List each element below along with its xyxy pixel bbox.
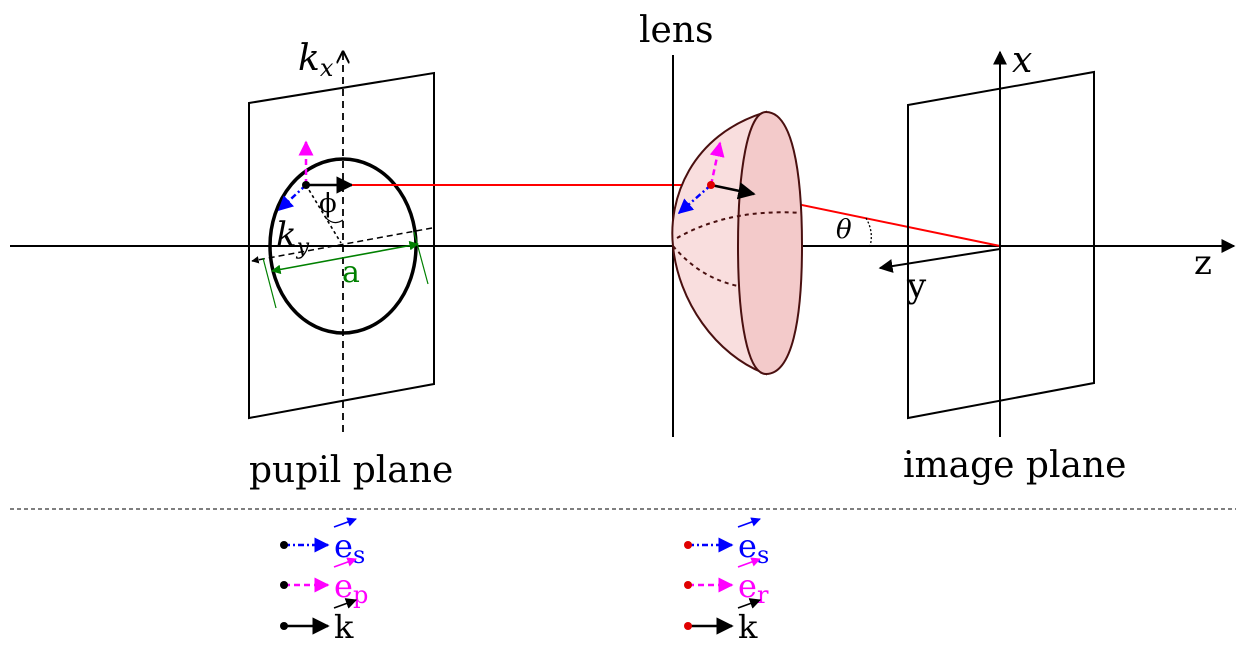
theta-label: θ: [836, 215, 852, 245]
lens-point: [707, 181, 715, 189]
image-plane-frame: [907, 70, 1095, 420]
legend-right-label-0: es: [738, 527, 769, 569]
legend-left-label-2: k: [334, 608, 354, 646]
legend-left-label-1: ep: [334, 567, 368, 609]
pupil-plane-label: pupil plane: [249, 450, 453, 491]
x-axis-label: x: [1012, 40, 1032, 81]
phi-arc: [325, 217, 344, 224]
lens-cap-shade: [736, 110, 804, 376]
kx-label: kx: [298, 38, 334, 82]
aperture-tick-right: [413, 231, 429, 285]
legend-left-vector-hat-2: [333, 598, 358, 609]
legend-right-dot-0: [684, 541, 692, 549]
pupil-point: [302, 181, 310, 189]
theta-arc: [865, 217, 872, 247]
legend-left-vector-hat-1: [333, 557, 357, 568]
aperture-radius-arrow: [271, 240, 419, 275]
aperture-label: a: [342, 255, 360, 290]
ky-label: ky: [276, 215, 310, 260]
aperture-tick-left: [262, 257, 277, 309]
lens-hidden-equator: [676, 211, 803, 239]
legend-left-dot-0: [280, 541, 288, 549]
image-plane-label: image plane: [903, 445, 1126, 486]
pupil-plane-frame: [248, 71, 435, 420]
legend-right-vector-hat-0: [737, 517, 761, 528]
lens-label: lens: [639, 10, 713, 51]
legend-left-label-0: es: [334, 527, 365, 569]
legend-right-label-2: k: [738, 608, 758, 646]
pupil-es-vector: [277, 184, 307, 212]
legend-right-dot-1: [684, 581, 692, 589]
z-axis-label: z: [1194, 243, 1212, 283]
lens-k-vector: [710, 182, 756, 200]
y-axis-label: y: [906, 266, 927, 306]
phi-line: [305, 184, 342, 244]
legend-left-vector-hat-0: [333, 517, 357, 528]
legend-left-dot-1: [280, 581, 288, 589]
legend-right-vector-hat-1: [737, 557, 761, 568]
legend-right-vector-hat-2: [737, 598, 762, 609]
phi-label: ϕ: [319, 189, 337, 219]
y-axis: [878, 248, 1001, 273]
lens-er-vector: [709, 141, 725, 186]
legend-left-dot-2: [280, 622, 288, 630]
legend-right-dot-2: [684, 622, 692, 630]
